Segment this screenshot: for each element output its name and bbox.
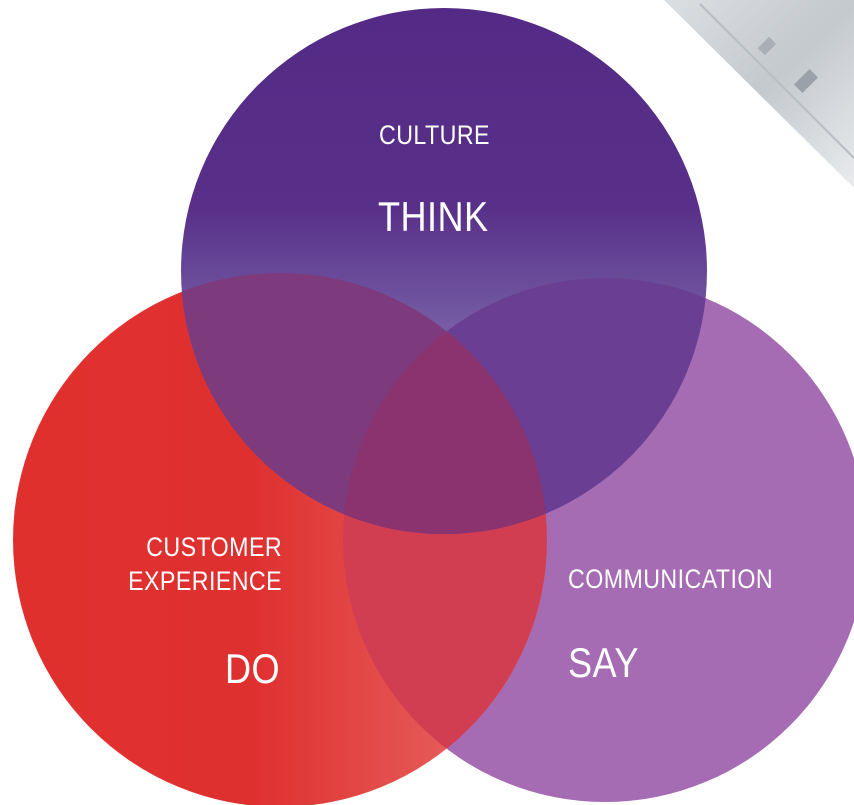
background-photo: [664, 0, 854, 188]
overlap-center: [343, 278, 547, 534]
think-label: THINK: [378, 193, 489, 240]
do-label: DO: [224, 645, 280, 692]
customer-experience-line: CUSTOMER: [146, 532, 282, 562]
customer-experience-line: EXPERIENCE: [128, 566, 282, 596]
communication-label: COMMUNICATION: [568, 564, 774, 594]
customer-experience-label: CUSTOMER EXPERIENCE: [128, 530, 282, 598]
say-label: SAY: [568, 639, 639, 686]
culture-label: CULTURE: [379, 120, 490, 150]
